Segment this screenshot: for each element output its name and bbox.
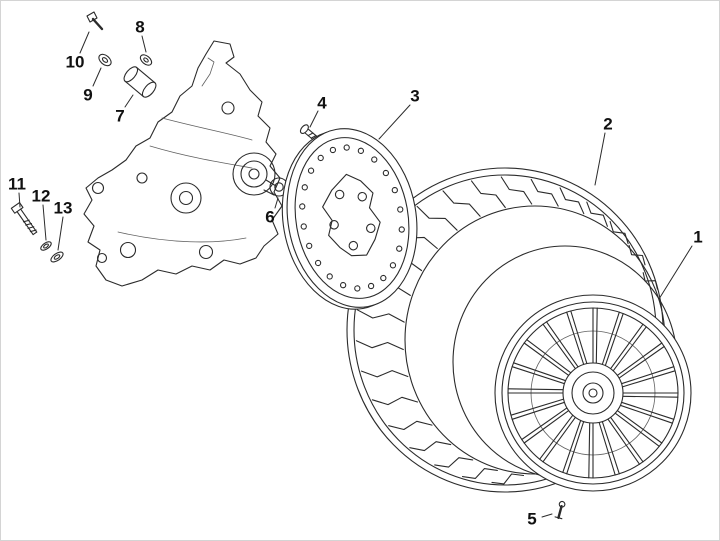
washer-part-12 [40, 241, 52, 251]
disc-inner-ring [294, 137, 410, 299]
disc-center-cutout [322, 173, 381, 257]
callout-number-4: 4 [317, 94, 327, 113]
rim-bead-ring [501, 301, 685, 485]
callout-number-1: 1 [693, 228, 702, 247]
callout-number-7: 7 [115, 107, 124, 126]
disc-drill-holes [299, 144, 405, 292]
callout-leader-5 [541, 513, 553, 518]
bolt-part-11 [10, 202, 38, 236]
callout-leader-9 [92, 67, 102, 87]
screw-part-10 [86, 11, 104, 31]
callout-number-6: 6 [265, 208, 274, 227]
engine-case-outline [83, 40, 283, 287]
callout-number-11: 11 [8, 175, 26, 194]
callout-number-5: 5 [527, 510, 536, 529]
callout-number-12: 12 [32, 187, 51, 206]
bearing-part-8 [139, 54, 153, 66]
callout-number-8: 8 [135, 18, 144, 37]
disc-outline [286, 128, 418, 308]
callout-leader-4 [309, 110, 319, 128]
callout-leader-12 [42, 204, 47, 241]
callout-leader-2 [594, 132, 606, 186]
valve-part-5 [554, 500, 566, 520]
callout-leader-7 [124, 94, 134, 108]
callout-leader-3 [378, 104, 411, 140]
callout-number-9: 9 [83, 86, 92, 105]
brake-disc-drawing [281, 128, 418, 310]
callout-leader-11 [18, 192, 21, 208]
callout-number-10: 10 [66, 53, 85, 72]
callout-leader-8 [141, 35, 147, 53]
callout-leader-6 [274, 197, 279, 209]
spacer-part-7 [123, 66, 157, 98]
rim-spokes [507, 307, 679, 479]
callout-leader-10 [79, 31, 90, 54]
axle-boss [232, 152, 276, 196]
washer-part-9 [98, 53, 112, 67]
washer-part-13 [50, 251, 64, 263]
tread-pattern [355, 176, 658, 485]
callout-leader-1 [658, 245, 693, 300]
callout-leader-13 [57, 216, 64, 251]
callout-number-3: 3 [410, 87, 419, 106]
callout-number-13: 13 [54, 199, 73, 218]
engine-case-drawing [83, 40, 283, 287]
callout-number-2: 2 [603, 115, 612, 134]
rim-drawing [494, 294, 692, 492]
